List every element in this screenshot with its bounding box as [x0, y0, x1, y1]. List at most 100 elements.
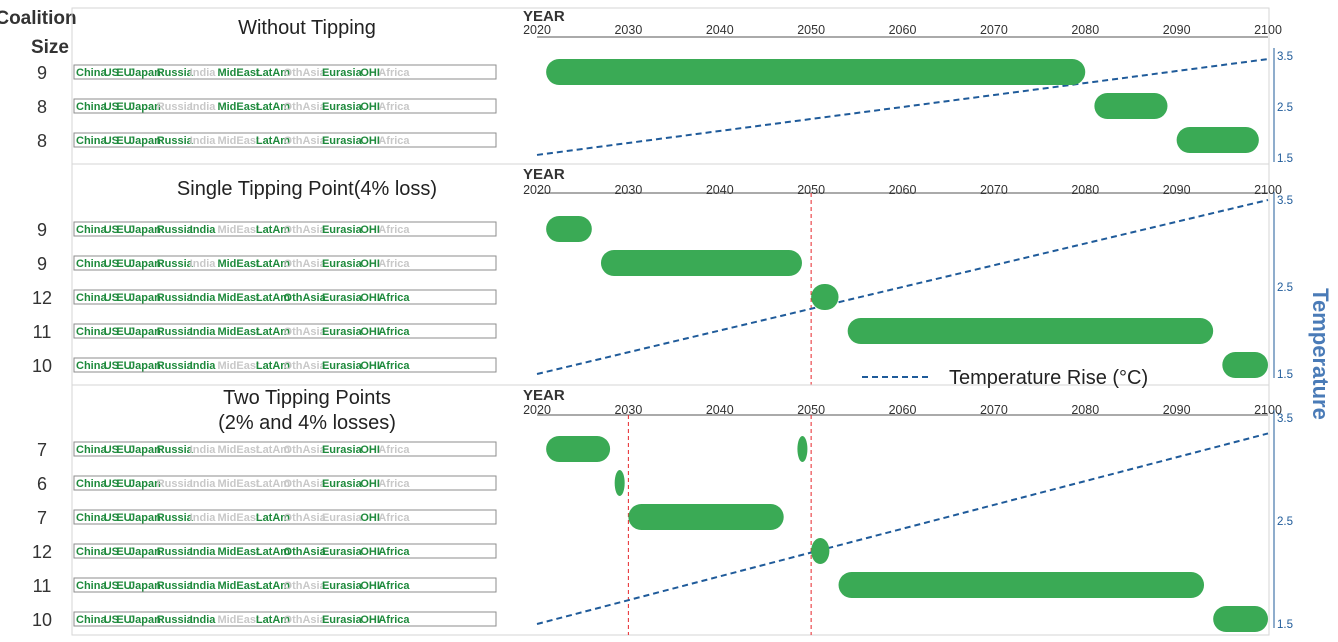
- region-label: MidEast: [217, 135, 260, 147]
- region-label: Japan: [129, 444, 161, 456]
- region-label: Japan: [129, 478, 161, 490]
- region-label: Eurasia: [322, 67, 363, 79]
- region-label: China: [76, 512, 107, 524]
- x-tick-label: 2090: [1163, 183, 1191, 197]
- region-label: India: [190, 101, 217, 113]
- x-axis-label: YEAR: [523, 166, 565, 183]
- region-label: China: [76, 258, 107, 270]
- temperature-tick-label: 1.5: [1277, 369, 1293, 381]
- chart-panel-3: Two Tipping Points(2% and 4% losses)YEAR…: [32, 384, 1293, 636]
- coalition-bar: [628, 504, 784, 530]
- coalition-size-label: 11: [33, 576, 52, 596]
- x-tick-label: 2100: [1254, 23, 1282, 37]
- region-label: LatAm: [256, 101, 290, 113]
- region-label: EU: [116, 224, 131, 236]
- coalition-bar: [1222, 352, 1268, 378]
- x-tick-label: 2040: [706, 403, 734, 417]
- coalition-bar: [546, 59, 1086, 85]
- x-tick-label: 2020: [523, 23, 551, 37]
- region-label: MidEast: [217, 224, 260, 236]
- region-label: OthAsia: [284, 614, 327, 626]
- coalition-size-label: 8: [37, 131, 47, 151]
- x-tick-label: 2090: [1163, 403, 1191, 417]
- panel-title: Two Tipping Points: [223, 387, 391, 409]
- region-label: LatAm: [256, 444, 290, 456]
- region-label: LatAm: [256, 326, 290, 338]
- panel-title: Without Tipping: [238, 17, 376, 39]
- legend: Temperature Rise (°C): [862, 367, 1148, 389]
- region-label: LatAm: [256, 67, 290, 79]
- region-label: Eurasia: [322, 135, 363, 147]
- panel-frame: [71, 384, 1270, 636]
- region-label: EU: [116, 258, 131, 270]
- region-label: Russia: [157, 546, 194, 558]
- region-label: Russia: [157, 478, 194, 490]
- region-label: LatAm: [256, 224, 290, 236]
- region-label: LatAm: [256, 512, 290, 524]
- x-tick-label: 2040: [706, 183, 734, 197]
- region-label: Russia: [157, 580, 194, 592]
- region-label: Russia: [157, 101, 194, 113]
- temperature-tick-label: 2.5: [1277, 516, 1293, 528]
- coalition-size-label: 12: [32, 542, 52, 562]
- x-tick-label: 2040: [706, 23, 734, 37]
- region-label: Africa: [378, 580, 410, 592]
- region-label: OHI: [360, 360, 380, 372]
- region-label: India: [190, 326, 217, 338]
- region-label: Africa: [378, 478, 410, 490]
- coalition-size-label: 8: [37, 97, 47, 117]
- coalition-size-label: 10: [32, 356, 52, 376]
- region-label: Africa: [378, 67, 410, 79]
- region-label: India: [190, 360, 217, 372]
- region-label: Eurasia: [322, 512, 363, 524]
- region-label: China: [76, 67, 107, 79]
- region-label: EU: [116, 67, 131, 79]
- region-label: OthAsia: [284, 258, 327, 270]
- coalition-size-label: 7: [37, 440, 47, 460]
- x-tick-label: 2050: [797, 23, 825, 37]
- region-label: Russia: [157, 512, 194, 524]
- region-label: Japan: [129, 224, 161, 236]
- region-label: MidEast: [217, 444, 260, 456]
- region-label: Japan: [129, 135, 161, 147]
- region-label: India: [190, 512, 217, 524]
- region-label: Russia: [157, 444, 194, 456]
- x-tick-label: 2020: [523, 403, 551, 417]
- membership-box: [73, 611, 497, 627]
- coalition-size-label: 6: [37, 474, 47, 494]
- temperature-rise-line: [536, 199, 1269, 375]
- region-label: Africa: [378, 135, 410, 147]
- region-label: US: [104, 258, 119, 270]
- region-label: India: [190, 135, 217, 147]
- region-label: Africa: [378, 224, 410, 236]
- region-label: China: [76, 101, 107, 113]
- region-label: US: [104, 135, 119, 147]
- region-label: OthAsia: [284, 512, 327, 524]
- temperature-tick-label: 1.5: [1277, 619, 1293, 631]
- region-label: US: [104, 101, 119, 113]
- membership-box: [73, 289, 497, 305]
- x-tick-label: 2060: [889, 183, 917, 197]
- region-label: India: [190, 292, 217, 304]
- coalition-bar: [847, 318, 1214, 344]
- region-label: India: [190, 224, 217, 236]
- region-label: OHI: [360, 224, 380, 236]
- region-label: LatAm: [256, 135, 290, 147]
- region-label: Eurasia: [322, 614, 363, 626]
- coalition-bar: [614, 470, 625, 496]
- membership-box: [73, 475, 497, 491]
- region-label: Africa: [378, 258, 410, 270]
- region-label: OthAsia: [284, 444, 327, 456]
- region-label: OHI: [360, 258, 380, 270]
- region-label: China: [76, 135, 107, 147]
- x-tick-label: 2090: [1163, 23, 1191, 37]
- coalition-size-title-line2: Size: [31, 37, 69, 58]
- region-label: US: [104, 67, 119, 79]
- x-tick-label: 2070: [980, 183, 1008, 197]
- region-label: Eurasia: [322, 292, 363, 304]
- region-label: US: [104, 224, 119, 236]
- membership-box: [73, 98, 497, 114]
- region-label: India: [190, 614, 217, 626]
- region-label: EU: [116, 360, 131, 372]
